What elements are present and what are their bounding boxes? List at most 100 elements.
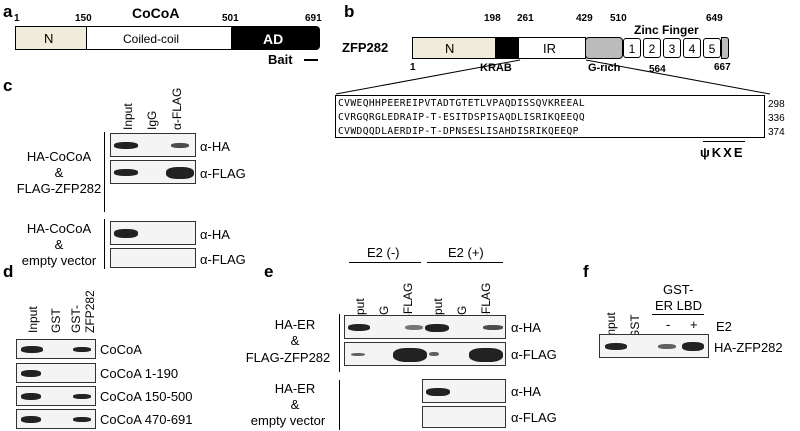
cocoa-pos-501: 501: [222, 13, 239, 24]
f-band-a: [605, 343, 627, 350]
bait-bar: [304, 59, 318, 61]
cocoa-pos-1: 1: [14, 13, 20, 24]
f-blot-1: [599, 334, 709, 358]
f-band-c: [658, 344, 676, 349]
e-band-1f: [483, 325, 503, 330]
zinc-finger-1-label: 1: [628, 42, 636, 56]
c-group2-line1: HA-CoCoA: [26, 221, 92, 236]
krab-label: KRAB: [480, 62, 512, 74]
cocoa-n-domain: N: [15, 26, 87, 50]
panel-label-b: b: [344, 2, 355, 21]
zfp-pos-564: 564: [649, 64, 666, 75]
e-group1-line1: HA-ER: [274, 317, 316, 332]
c-band-1c: [171, 143, 189, 148]
zinc-finger-2: 2: [643, 38, 661, 58]
e-blot-1: [344, 315, 506, 339]
krab-domain: [495, 37, 519, 59]
e-band-3a: [426, 388, 450, 396]
zfp-pos-261: 261: [517, 13, 534, 24]
c-group1-line3: FLAG-ZFP282: [16, 181, 102, 196]
zfp-pos-429: 429: [576, 13, 593, 24]
f-header-2: ER LBD: [655, 298, 702, 313]
zfp-pos-649: 649: [706, 13, 723, 24]
e-cond-plus: E2 (+): [448, 245, 484, 260]
e-group2-bracket: [339, 380, 340, 430]
e-ab-3: α-HA: [511, 384, 541, 399]
cocoa-pos-150: 150: [75, 13, 92, 24]
f-band-d: [682, 342, 704, 351]
d-blot-4: [16, 409, 96, 429]
c-lane-igg: IgG: [145, 110, 159, 130]
e-ab-1: α-HA: [511, 320, 541, 335]
c-band-1a: [114, 142, 138, 149]
d-row-3: CoCoA 150-500: [100, 389, 193, 404]
panel-label-c: c: [3, 76, 13, 95]
d-lane-gst-zfp-1: GST-: [69, 304, 83, 333]
c-group2-line2: &: [54, 237, 64, 252]
e-band-1d: [425, 324, 449, 332]
f-e2-label: E2: [716, 319, 732, 334]
c-blot-1: [110, 133, 196, 157]
c-group1-line2: &: [54, 165, 64, 180]
c-blot-4: [110, 248, 196, 268]
e-blot-3: [422, 379, 506, 403]
f-sign-minus: -: [666, 317, 671, 332]
cocoa-ad-label: AD: [263, 31, 284, 47]
c-band-3a: [114, 229, 138, 238]
c-blot-2: [110, 160, 196, 184]
seq-row-2: CVRGQRGLEDRAIP-T-ESITDSPISAQDLISRIKQEEQQ: [338, 112, 586, 123]
d-blot-2: [16, 363, 96, 383]
cocoa-n-label: N: [44, 31, 54, 46]
zfp-pos-1: 1: [410, 62, 416, 73]
zinc-finger-4: 4: [683, 38, 701, 58]
c-ab-1: α-HA: [200, 139, 230, 154]
zfp-n-domain: N: [412, 37, 496, 59]
e-band-1c: [405, 325, 423, 330]
seq-num-374: 374: [768, 127, 785, 138]
seq-num-298: 298: [768, 99, 785, 110]
zfp-ir-domain: IR: [518, 37, 586, 59]
zinc-finger-label: Zinc Finger: [634, 23, 699, 37]
seq-row-3: CVWDQQDLAERDIP-T-DPNSESLISAHDISRIKQEEQP: [338, 126, 579, 137]
e-band-2c: [393, 348, 427, 362]
zinc-finger-3: 3: [663, 38, 681, 58]
panel-label-f: f: [583, 262, 589, 281]
c-ab-3: α-HA: [200, 227, 230, 242]
zoom-lines: [335, 59, 771, 95]
c-lane-input: Input: [121, 103, 135, 130]
cocoa-ad-domain: AD: [231, 26, 320, 50]
c-band-2c: [166, 167, 194, 179]
d-band-3c: [73, 394, 91, 399]
f-sign-plus: +: [690, 317, 698, 332]
e-group2-line2: &: [290, 397, 300, 412]
c-group1-line1: HA-CoCoA: [26, 149, 92, 164]
e-cond-plus-line: [427, 262, 503, 263]
grich-domain: [585, 37, 623, 59]
zinc-finger-2-label: 2: [648, 42, 656, 56]
c-group1-bracket: [104, 132, 105, 212]
c-blot-3: [110, 221, 196, 245]
zinc-finger-4-label: 4: [688, 42, 696, 56]
c-group2-line3: empty vector: [21, 253, 97, 268]
c-group2-bracket: [104, 219, 105, 269]
motif-bar: [703, 141, 745, 142]
zfp-c-term: [721, 37, 729, 59]
zinc-finger-3-label: 3: [668, 42, 676, 56]
d-row-2: CoCoA 1-190: [100, 366, 179, 381]
d-row-1: CoCoA: [100, 342, 142, 357]
e-group2-line3: empty vector: [250, 413, 326, 428]
c-band-2a: [114, 169, 138, 176]
e-cond-minus-line: [349, 262, 421, 263]
seq-row-1: CVWEQHHPEEREIPVTADTGTETLVPAQDISSQVKREEAL: [338, 98, 586, 109]
e-group1-bracket: [339, 314, 340, 372]
cocoa-coiled-coil-domain: Coiled-coil: [86, 26, 232, 50]
zfp-pos-510: 510: [610, 13, 627, 24]
zinc-finger-1: 1: [623, 38, 641, 58]
e-blot-4: [422, 406, 506, 428]
e-band-2a: [351, 353, 365, 356]
d-lane-input: Input: [26, 306, 40, 333]
d-blot-3: [16, 386, 96, 406]
e-blot-2: [344, 342, 506, 366]
cocoa-coiled-coil-label: Coiled-coil: [123, 32, 180, 46]
d-lane-gst: GST: [49, 308, 63, 333]
